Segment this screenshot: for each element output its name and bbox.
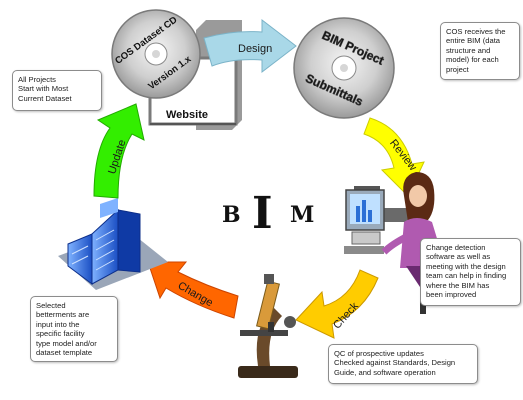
callout-line: entire BIM (data (446, 36, 501, 46)
building-icon (58, 198, 168, 290)
callout-line: QC of prospective updates (334, 349, 424, 358)
design-arrow-label: Design (238, 43, 272, 55)
bim-logo: B I M (222, 188, 314, 239)
callout-line: Current Dataset (18, 93, 72, 103)
update-arrow: Update (93, 103, 145, 199)
callout-line: team can help in finding (426, 271, 507, 281)
callout-line: dataset template (36, 348, 93, 358)
callout-betterments: Selected betterments are input into the … (30, 296, 118, 362)
bim-letter-m: M (290, 202, 314, 228)
callout-projects: All Projects Start with Most Current Dat… (12, 70, 102, 111)
callout-line: betterments are (36, 310, 90, 320)
callout-line: All Projects (18, 75, 56, 84)
cd-disc-icon (111, 9, 201, 99)
callout-receives: COS receives the entire BIM (data struct… (440, 22, 520, 80)
bim-letter-i: I (252, 188, 273, 239)
callout-line: where the BIM has (426, 280, 490, 290)
callout-line: Change detection (426, 243, 486, 252)
bim-letter-b: B (222, 202, 241, 228)
callout-line: Guide, and software operation (334, 367, 436, 377)
callout-line: COS receives the (446, 27, 506, 36)
callout-line: type model and/or (36, 338, 97, 348)
callout-line: project (446, 64, 469, 74)
callout-qc: QC of prospective updates Checked agains… (328, 344, 478, 384)
callout-line: meeting with the design (426, 261, 506, 271)
callout-line: been improved (426, 290, 477, 300)
website-label: Website (166, 109, 208, 121)
callout-line: Start with Most (18, 84, 69, 94)
microscope-icon (238, 274, 298, 378)
callout-line: specific facility (36, 329, 85, 339)
check-arrow: Check (295, 269, 379, 339)
callout-line: Selected (36, 301, 66, 310)
callout-line: software as well as (426, 252, 491, 262)
callout-line: Checked against Standards, Design (334, 358, 456, 368)
callout-line: structure and (446, 45, 491, 55)
callout-detection: Change detection software as well as mee… (420, 238, 521, 306)
bim-disc-icon (293, 17, 395, 119)
callout-line: model) for each (446, 55, 499, 65)
callout-line: input into the (36, 319, 80, 329)
change-arrow: Change (147, 261, 239, 319)
design-arrow: Design (203, 18, 297, 74)
